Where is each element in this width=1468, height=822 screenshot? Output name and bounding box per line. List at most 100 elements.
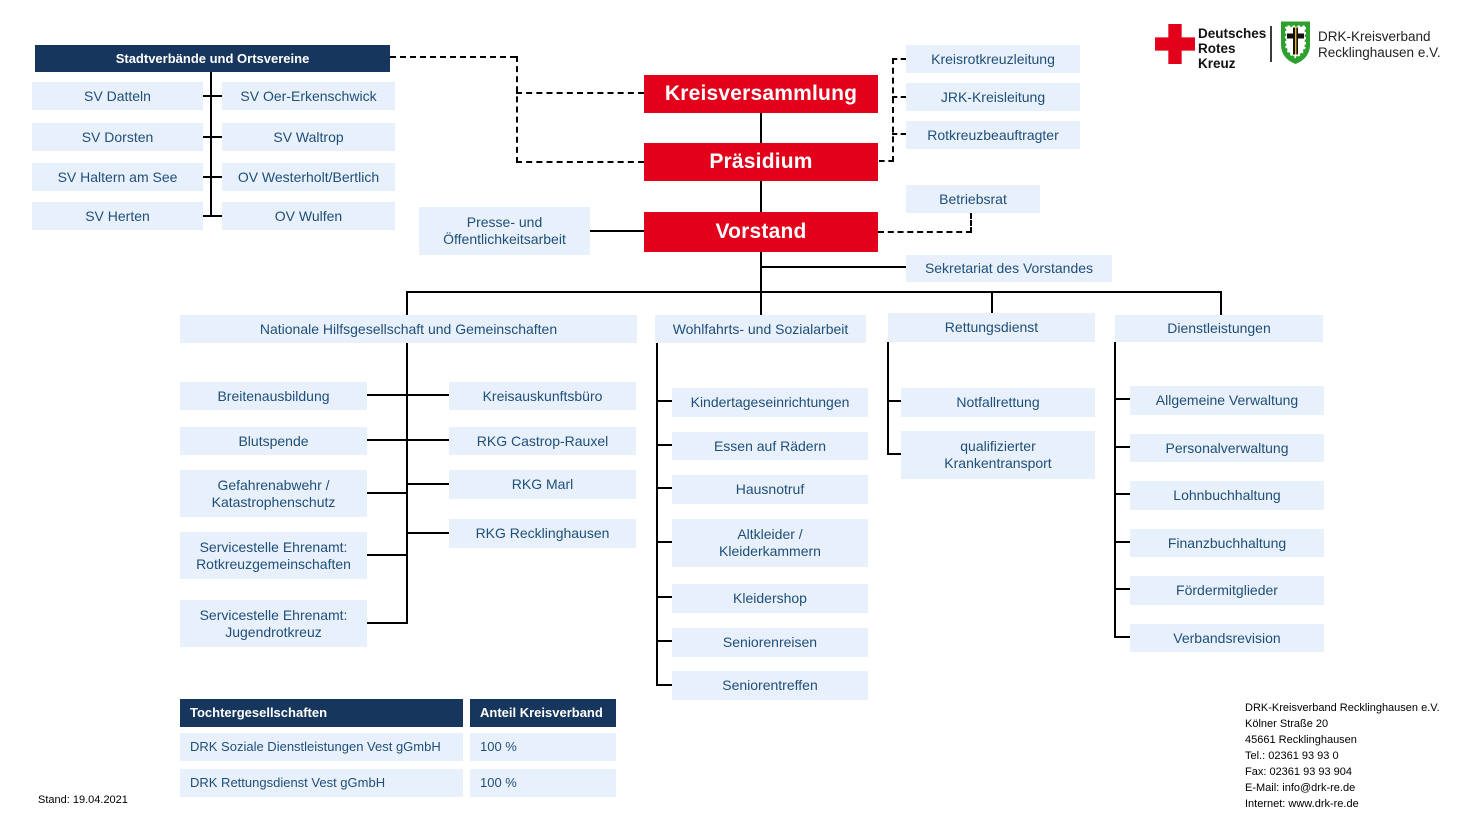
connector-line: [407, 483, 449, 485]
connector-line: [197, 95, 225, 97]
connector-line: [197, 176, 225, 178]
connector-line: [656, 596, 673, 598]
connector-line: [407, 394, 449, 396]
dashed-connector: [892, 96, 906, 98]
connector-line: [887, 453, 902, 455]
box-kreisauskunftsbuero: Kreisauskunftsbüro: [449, 382, 636, 410]
stand-date: Stand: 19.04.2021: [38, 794, 128, 806]
box-finanzbuchhaltung: Finanzbuchhaltung: [1130, 529, 1324, 557]
box-foerdermitglieder: Fördermitglieder: [1130, 576, 1324, 605]
brand-line: Rotes: [1198, 41, 1236, 56]
org-line: Recklinghausen e.V.: [1318, 45, 1441, 60]
connector-line: [1114, 446, 1131, 448]
stadtverbaende-header: Stadtverbände und Ortsvereine: [35, 45, 390, 72]
branch-header-dienstleistungen: Dienstleistungen: [1115, 315, 1323, 342]
box-altkleider: Altkleider / Kleiderkammern: [672, 519, 868, 567]
box-vorstand: Vorstand: [644, 212, 878, 252]
connector-line: [1220, 291, 1222, 317]
box-gefahrenabwehr: Gefahrenabwehr / Katastrophenschutz: [180, 470, 367, 517]
box-kreisversammlung: Kreisversammlung: [644, 75, 878, 113]
connector-line: [656, 541, 673, 543]
connector-line: [656, 444, 673, 446]
box-servicestelle-rotkreuz: Servicestelle Ehrenamt: Rotkreuzgemeinsc…: [180, 532, 367, 579]
box-sv-oer: SV Oer-Erkenschwick: [222, 82, 395, 110]
contact-line-org: DRK-Kreisverband Recklinghausen e.V.: [1245, 702, 1440, 714]
connector-line: [760, 113, 762, 143]
box-ov-westerholt: OV Westerholt/Bertlich: [222, 163, 395, 191]
box-ov-wulfen: OV Wulfen: [222, 202, 395, 230]
box-praesidium: Präsidium: [644, 143, 878, 181]
dashed-connector: [516, 161, 644, 163]
box-seniorentreffen: Seniorentreffen: [672, 671, 868, 700]
branch-header-wohlfahrt: Wohlfahrts- und Sozialarbeit: [655, 315, 866, 343]
connector-line: [656, 487, 673, 489]
recklinghausen-shield-icon: [1280, 20, 1311, 65]
dashed-connector: [892, 58, 906, 60]
dashed-connector: [516, 92, 644, 94]
dashed-connector: [892, 58, 894, 162]
box-rkg-marl: RKG Marl: [449, 470, 636, 499]
connector-line: [760, 181, 762, 212]
connector-line: [1114, 398, 1131, 400]
org-line: DRK-Kreisverband: [1318, 29, 1431, 44]
box-kreisrotkreuzleitung: Kreisrotkreuzleitung: [906, 45, 1080, 73]
box-seniorenreisen: Seniorenreisen: [672, 628, 868, 657]
connector-line: [656, 684, 673, 686]
box-sv-haltern: SV Haltern am See: [32, 163, 203, 191]
connector-line: [367, 622, 407, 624]
connector-line: [367, 554, 407, 556]
connector-line: [1114, 541, 1131, 543]
contact-line-fax: Fax: 02361 93 93 904: [1245, 766, 1353, 778]
box-breitenausbildung: Breitenausbildung: [180, 382, 367, 410]
brand-wordmark: Deutsches Rotes Kreuz: [1198, 26, 1266, 71]
box-betriebsrat: Betriebsrat: [906, 185, 1040, 213]
dashed-connector: [970, 213, 972, 233]
connector-line: [407, 532, 449, 534]
connector-line: [406, 291, 408, 317]
branch-header-rettungsdienst: Rettungsdienst: [888, 313, 1095, 342]
box-personalverwaltung: Personalverwaltung: [1130, 434, 1324, 462]
dashed-connector: [516, 56, 518, 163]
box-kindertageseinrichtungen: Kindertageseinrichtungen: [672, 388, 868, 417]
dashed-connector: [878, 231, 972, 233]
connector-line: [991, 291, 993, 315]
box-sv-herten: SV Herten: [32, 202, 203, 230]
connector-line: [656, 343, 658, 686]
box-jrk-kreisleitung: JRK-Kreisleitung: [906, 83, 1080, 111]
connector-line: [197, 215, 225, 217]
box-presse: Presse- und Öffentlichkeitsarbeit: [419, 207, 590, 255]
brand-line: Deutsches: [1198, 26, 1267, 41]
connector-line: [367, 394, 407, 396]
box-kleidershop: Kleidershop: [672, 584, 868, 613]
contact-block: DRK-Kreisverband Recklinghausen e.V. Köl…: [1245, 700, 1440, 812]
dashed-connector: [892, 133, 906, 135]
box-allgemeine-verwaltung: Allgemeine Verwaltung: [1130, 386, 1324, 415]
connector-line: [656, 640, 673, 642]
connector-line: [210, 71, 212, 217]
box-hausnotruf: Hausnotruf: [672, 475, 868, 504]
box-notfallrettung: Notfallrettung: [901, 388, 1095, 417]
connector-line: [367, 439, 407, 441]
box-essen-auf-raedern: Essen auf Rädern: [672, 432, 868, 460]
box-verbandsrevision: Verbandsrevision: [1130, 624, 1324, 652]
connector-line: [761, 266, 906, 268]
box-rkg-castrop: RKG Castrop-Rauxel: [449, 427, 636, 455]
table-row-share: 100 %: [470, 733, 616, 761]
box-rotkreuzbeauftragter: Rotkreuzbeauftragter: [906, 121, 1080, 149]
table-row-name: DRK Rettungsdienst Vest gGmbH: [180, 769, 463, 797]
connector-line: [1114, 342, 1116, 638]
box-krankentransport: qualifizierter Krankentransport: [901, 431, 1095, 479]
contact-line-internet: Internet: www.drk-re.de: [1245, 798, 1359, 810]
dashed-connector: [390, 56, 516, 58]
branch-header-hilfsgesellschaft: Nationale Hilfsgesellschaft und Gemeinsc…: [180, 315, 637, 343]
box-sv-waltrop: SV Waltrop: [222, 123, 395, 151]
table-row-name: DRK Soziale Dienstleistungen Vest gGmbH: [180, 733, 463, 761]
table-row-share: 100 %: [470, 769, 616, 797]
box-sv-dorsten: SV Dorsten: [32, 123, 203, 151]
box-servicestelle-jrk: Servicestelle Ehrenamt: Jugendrotkreuz: [180, 600, 367, 647]
connector-line: [1114, 636, 1131, 638]
dashed-connector: [879, 160, 894, 162]
box-sekretariat: Sekretariat des Vorstandes: [906, 255, 1112, 282]
connector-line: [656, 400, 673, 402]
